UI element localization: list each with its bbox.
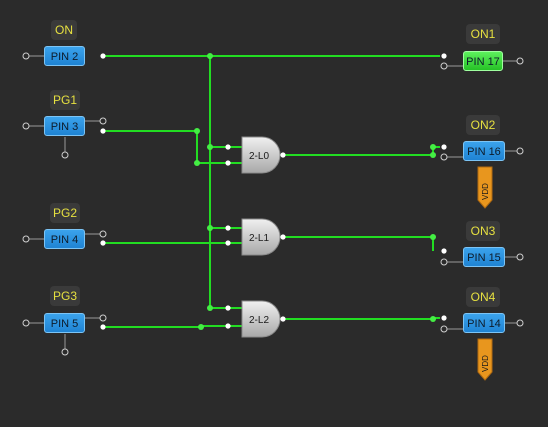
and-gate-2-l2[interactable]: 2-L2 (241, 300, 281, 338)
port-dot (280, 152, 286, 158)
terminal[interactable] (440, 62, 448, 70)
wire-group (103, 55, 440, 328)
vdd-label: VDD (481, 183, 490, 200)
port-dot (225, 305, 231, 311)
pin-3[interactable]: PIN 3 (44, 116, 85, 136)
wire-pg3-to-gate2 (103, 325, 242, 328)
terminal[interactable] (61, 151, 69, 159)
port-dot (100, 240, 106, 246)
junction-node (198, 324, 204, 330)
port-dot (280, 316, 286, 322)
port-dot (100, 128, 106, 134)
port-dot (441, 144, 447, 150)
port-dot (225, 323, 231, 329)
terminal[interactable] (99, 117, 107, 125)
terminal[interactable] (22, 235, 30, 243)
pin-4[interactable]: PIN 4 (44, 229, 85, 249)
pin-2[interactable]: PIN 2 (44, 46, 85, 66)
terminal[interactable] (440, 153, 448, 161)
terminal[interactable] (99, 230, 107, 238)
junction-node (207, 225, 213, 231)
junction-group (194, 53, 436, 330)
terminal[interactable] (516, 57, 524, 65)
tag-on4: ON4 (466, 287, 500, 307)
junction-node (207, 305, 213, 311)
port-dot (441, 53, 447, 59)
terminal[interactable] (440, 258, 448, 266)
pin-15[interactable]: PIN 15 (463, 247, 505, 267)
port-dot-group (100, 53, 447, 330)
junction-node (194, 128, 200, 134)
terminal[interactable] (516, 147, 524, 155)
terminal[interactable] (22, 122, 30, 130)
wire-gate1-out (280, 236, 434, 251)
junction-node (194, 160, 200, 166)
port-dot (100, 53, 106, 59)
terminal[interactable] (516, 253, 524, 261)
junction-node (430, 144, 436, 150)
junction-node (430, 234, 436, 240)
port-dot (225, 144, 231, 150)
wire-gate0-out (280, 146, 440, 156)
pin-16[interactable]: PIN 16 (463, 141, 505, 161)
vdd-marker-pin14[interactable]: VDD (477, 338, 493, 381)
stub-group (29, 55, 518, 350)
terminal-group (22, 52, 524, 356)
terminal[interactable] (61, 348, 69, 356)
junction-node (207, 144, 213, 150)
terminal[interactable] (440, 325, 448, 333)
gate-label: 2-L1 (249, 233, 269, 244)
port-dot (225, 225, 231, 231)
tag-pg1: PG1 (50, 90, 80, 110)
tag-on3: ON3 (466, 221, 500, 241)
and-gate-2-l1[interactable]: 2-L1 (241, 218, 281, 256)
tag-pg3: PG3 (50, 286, 80, 306)
wire-pg1-to-gate0 (103, 130, 242, 164)
gate-label: 2-L2 (249, 315, 269, 326)
tag-pg2: PG2 (50, 203, 80, 223)
port-dot (441, 315, 447, 321)
terminal[interactable] (99, 314, 107, 322)
junction-node (207, 53, 213, 59)
gate-label: 2-L0 (249, 151, 269, 162)
tag-on: ON (51, 20, 77, 40)
terminal[interactable] (22, 52, 30, 60)
vdd-label: VDD (481, 355, 490, 372)
vdd-marker-pin16[interactable]: VDD (477, 166, 493, 209)
tag-on1: ON1 (466, 24, 500, 44)
tag-on2: ON2 (466, 115, 500, 135)
port-dot (280, 234, 286, 240)
port-dot (225, 160, 231, 166)
junction-node (430, 316, 436, 322)
terminal[interactable] (22, 319, 30, 327)
junction-node (430, 152, 436, 158)
terminal[interactable] (516, 319, 524, 327)
port-dot (441, 248, 447, 254)
wire-gate2-out (280, 317, 440, 320)
pin-17[interactable]: PIN 17 (463, 51, 503, 71)
port-dot (225, 240, 231, 246)
and-gate-2-l0[interactable]: 2-L0 (241, 136, 281, 174)
pin-5[interactable]: PIN 5 (44, 313, 85, 333)
port-dot (100, 324, 106, 330)
pin-14[interactable]: PIN 14 (463, 313, 505, 333)
